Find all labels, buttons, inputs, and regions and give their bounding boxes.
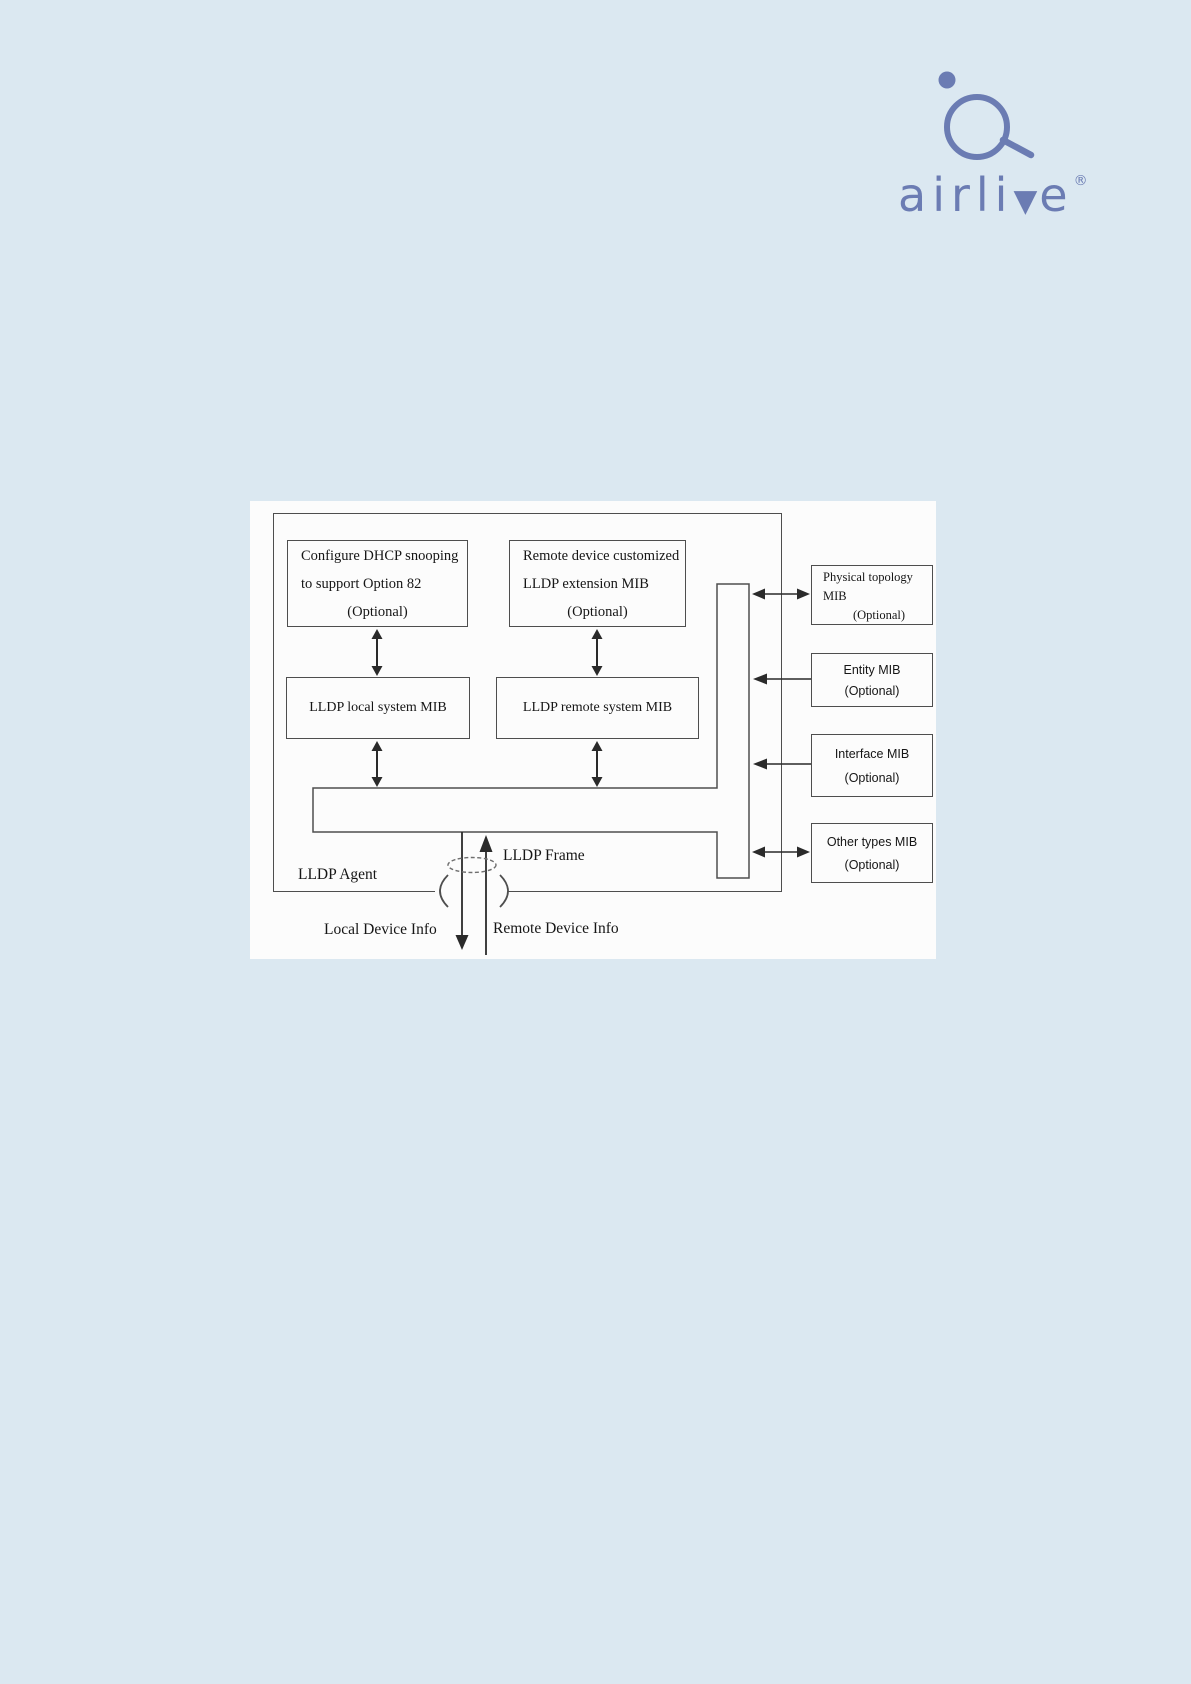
box-lldp-local-system-mib: LLDP local system MIB bbox=[286, 677, 470, 739]
box-physical-topology-mib: Physical topology MIB (Optional) bbox=[811, 565, 933, 625]
box-other-line2: (Optional) bbox=[844, 858, 900, 872]
port-parentheses bbox=[439, 874, 509, 908]
box-lmib-label: LLDP local system MIB bbox=[309, 700, 447, 715]
arrow-other-types-mib bbox=[752, 846, 810, 858]
box-dhcp-snooping: Configure DHCP snooping to support Optio… bbox=[287, 540, 468, 627]
arrow-interface-mib bbox=[753, 758, 811, 770]
diagram-connectors bbox=[312, 583, 811, 955]
box-phys-line1: Physical topology bbox=[823, 570, 913, 584]
lldp-frame-ellipse bbox=[447, 856, 497, 874]
box-phys-line2: MIB bbox=[823, 589, 847, 603]
registered-mark: ® bbox=[1073, 173, 1088, 189]
logo-dot bbox=[938, 71, 956, 89]
arrow-entity-mib bbox=[753, 673, 811, 685]
wordmark-v-triangle: ▼ bbox=[1013, 183, 1040, 219]
mib-bus-bar bbox=[312, 583, 750, 879]
box-interface-mib: Interface MIB (Optional) bbox=[811, 734, 933, 797]
label-lldp-agent: LLDP Agent bbox=[298, 866, 378, 883]
arrow-remote-bus bbox=[591, 741, 603, 787]
box-intf-line2: (Optional) bbox=[844, 771, 900, 785]
wordmark-text-start: airli bbox=[898, 168, 1014, 222]
box-intf-line1: Interface MIB bbox=[834, 747, 910, 761]
logo-circle bbox=[944, 94, 1010, 160]
lldp-architecture-diagram: Configure DHCP snooping to support Optio… bbox=[250, 501, 936, 959]
arrow-local-bus bbox=[371, 741, 383, 787]
logo-tail bbox=[999, 136, 1035, 159]
arrow-rext-remote bbox=[591, 629, 603, 676]
label-remote-device-info: Remote Device Info bbox=[493, 920, 619, 937]
box-rmib-label: LLDP remote system MIB bbox=[522, 700, 673, 715]
airlive-logo: airli▼e® bbox=[898, 60, 1098, 230]
up-arrow-remote-info bbox=[479, 835, 493, 955]
label-local-device-info: Local Device Info bbox=[324, 921, 437, 938]
lldp-agent-outer-box bbox=[273, 513, 782, 892]
box-remote-extension-mib: Remote device customized LLDP extension … bbox=[509, 540, 686, 627]
box-entity-mib: Entity MIB (Optional) bbox=[811, 653, 933, 707]
box-lldp-remote-system-mib: LLDP remote system MIB bbox=[496, 677, 699, 739]
airlive-logo-icon bbox=[938, 71, 1035, 160]
agent-box-port-gap bbox=[435, 888, 508, 896]
port-paren-right bbox=[499, 874, 509, 908]
box-dhcp-line3: (Optional) bbox=[347, 604, 408, 620]
box-other-line1: Other types MIB bbox=[826, 835, 918, 849]
port-paren-left bbox=[439, 874, 449, 908]
box-rext-line1: Remote device customized bbox=[523, 548, 680, 564]
box-ent-line2: (Optional) bbox=[844, 684, 900, 698]
box-rext-line3: (Optional) bbox=[567, 604, 628, 620]
box-rext-line2: LLDP extension MIB bbox=[523, 576, 649, 592]
arrow-physical-topology bbox=[752, 588, 810, 600]
wordmark-text-end: e bbox=[1039, 168, 1074, 222]
label-lldp-frame: LLDP Frame bbox=[503, 847, 585, 864]
box-dhcp-line1: Configure DHCP snooping bbox=[301, 548, 459, 564]
box-other-types-mib: Other types MIB (Optional) bbox=[811, 823, 933, 883]
arrow-dhcp-local bbox=[371, 629, 383, 676]
box-ent-line1: Entity MIB bbox=[843, 663, 901, 677]
airlive-wordmark: airli▼e® bbox=[898, 172, 1088, 218]
box-phys-line3: (Optional) bbox=[852, 608, 906, 622]
box-dhcp-line2: to support Option 82 bbox=[301, 576, 422, 592]
down-arrow-local-info bbox=[455, 832, 469, 950]
